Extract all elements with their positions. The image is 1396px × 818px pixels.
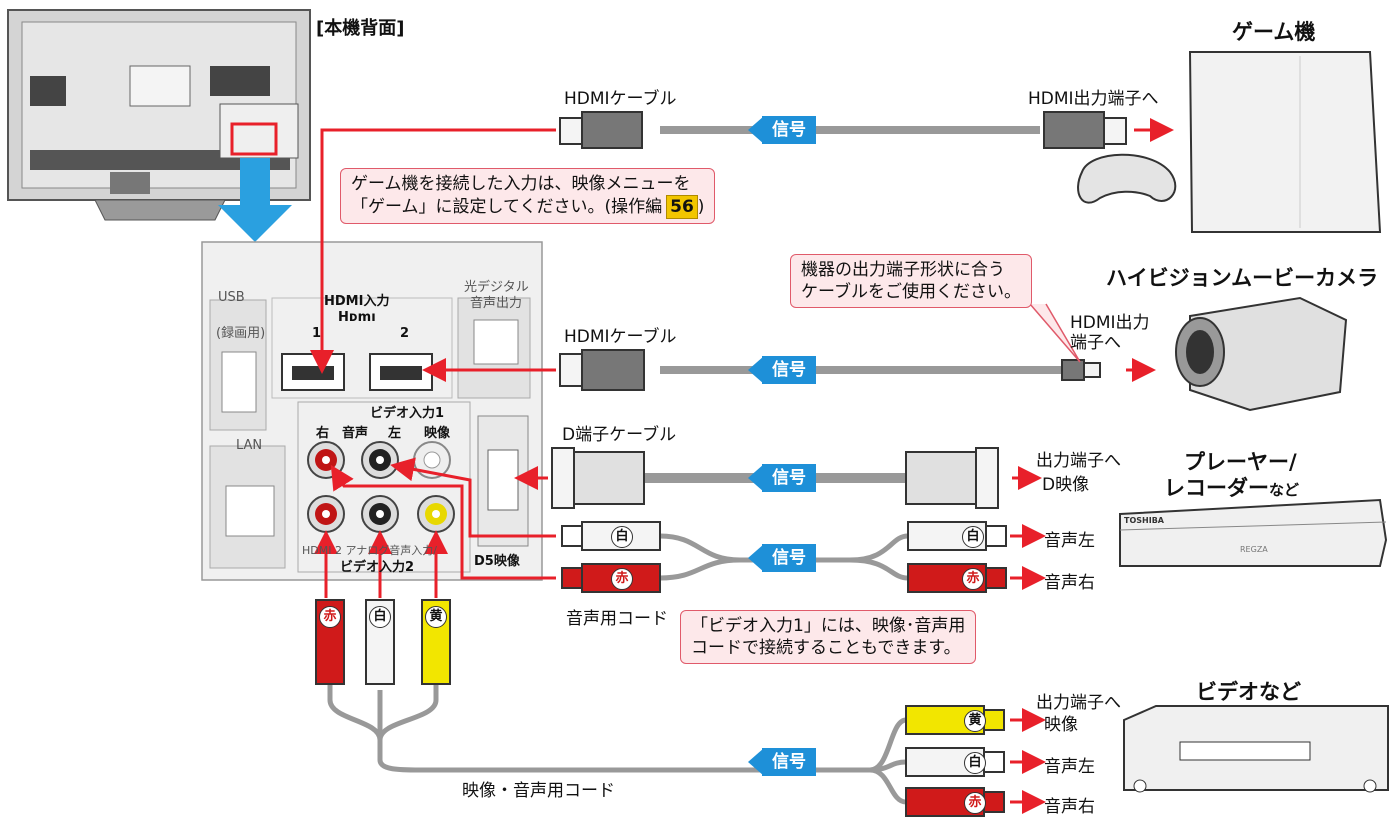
signal-arrow-av: 信号: [748, 748, 818, 776]
plug-yellow-av: 黄: [425, 606, 447, 628]
video-callout-line-2: コードで接続することもできます。: [691, 638, 961, 658]
left-label: 左: [388, 426, 402, 441]
camera-output-label-1: HDMI出力: [1070, 313, 1150, 333]
hdmi2-analog-label: HDMI 2 アナログ音声入力/: [302, 544, 437, 557]
tv-back: [7, 9, 311, 221]
plug-white-left: 白: [611, 526, 633, 548]
vcr-video-output-label: 映像: [1044, 715, 1078, 735]
vcr-audio-left-label: 音声左: [1044, 757, 1095, 777]
game-output-label: HDMI出力端子へ: [1028, 89, 1159, 109]
vcr-audio-right-label: 音声右: [1044, 797, 1095, 817]
plug-red-right: 赤: [962, 568, 984, 590]
tv-back-label: [本機背面]: [316, 18, 405, 39]
audio-cord-label: 音声用コード: [566, 609, 668, 629]
cable-shape-callout: 機器の出力端子形状に合う ケーブルをご使用ください。: [790, 254, 1032, 308]
camera-output-label-2: 端子へ: [1070, 333, 1121, 353]
game-callout-line-1: ゲーム機を接続した入力は、映像メニューを: [351, 174, 691, 194]
audio-right-output-label: 音声右: [1044, 573, 1095, 593]
cable-callout-line-1: 機器の出力端子形状に合う: [801, 260, 1005, 280]
plug-yellow-vcr: 黄: [964, 710, 986, 732]
audio-left-output-label: 音声左: [1044, 531, 1095, 551]
hdmi-cable-label-1: HDMIケーブル: [564, 89, 677, 109]
player-title-2: レコーダーなど: [1164, 476, 1300, 500]
hdmi-cable-game: [559, 111, 1127, 149]
player-title-1: プレーヤー/: [1184, 450, 1297, 474]
signal-arrow-d-cable: 信号: [748, 464, 818, 492]
optical-label-1: 光デジタル: [464, 280, 529, 295]
signal-arrow-audio: 信号: [748, 544, 818, 572]
cable-callout-line-2: ケーブルをご使用ください。: [801, 282, 1021, 302]
plug-white-vcr: 白: [964, 752, 986, 774]
video-label: 映像: [424, 426, 451, 441]
hdmi-cable-camera: [559, 349, 1101, 391]
hdmi-in-label: HDMI入力: [324, 294, 390, 309]
game-console-title: ゲーム機: [1232, 20, 1316, 44]
audio-label: 音声: [342, 426, 369, 441]
optical-label-2: 音声出力: [470, 296, 523, 311]
d-cable: [551, 447, 999, 509]
usb-label: USB: [218, 290, 245, 305]
av-cord-label: 映像・音声用コード: [462, 781, 615, 801]
hdmi-port-1-label: 1: [312, 326, 322, 341]
page-ref-badge: 56: [666, 195, 698, 219]
vcr: [1123, 705, 1389, 793]
lan-label: LAN: [236, 438, 263, 453]
camera-title: ハイビジョンムービーカメラ: [1106, 266, 1379, 290]
hdmi-logo: Hᴅmı: [338, 310, 376, 325]
video-deck-title: ビデオなど: [1196, 680, 1301, 704]
d-cable-label: D端子ケーブル: [562, 425, 677, 445]
video-callout-line-1: 「ビデオ入力1」には、映像･音声用: [691, 616, 966, 636]
game-console: [1077, 51, 1382, 233]
zoom-arrow: [218, 158, 292, 242]
usb-sub-label: (録画用): [216, 326, 266, 341]
video-input-callout: 「ビデオ入力1」には、映像･音声用 コードで接続することもできます。: [680, 610, 977, 664]
plug-white-av: 白: [369, 606, 391, 628]
d5-label: D5映像: [474, 554, 520, 569]
player-model: REGZA: [1240, 545, 1268, 554]
vcr-output-label-1: 出力端子へ: [1036, 693, 1121, 713]
signal-arrow-game: 信号: [748, 116, 818, 144]
d-output-label-1: 出力端子へ: [1036, 451, 1121, 471]
video-input-1-label: ビデオ入力1: [370, 406, 445, 421]
d-output-label-2: D映像: [1042, 475, 1090, 495]
player-brand: TOSHIBA: [1124, 516, 1164, 525]
plug-white-right: 白: [962, 526, 984, 548]
plug-red-vcr: 赤: [964, 792, 986, 814]
recorder: [1119, 498, 1388, 567]
hdmi-cable-label-2: HDMIケーブル: [564, 327, 677, 347]
av-cord: [315, 599, 1005, 817]
game-menu-callout: ゲーム機を接続した入力は、映像メニューを 「ゲーム」に設定してください。(操作編…: [340, 168, 716, 224]
hdmi-port-2-label: 2: [400, 326, 410, 341]
video-camera: [1175, 296, 1348, 412]
plug-red-left: 赤: [611, 568, 633, 590]
right-label: 右: [316, 426, 330, 441]
plug-red-av: 赤: [319, 606, 341, 628]
video-input-2-label: ビデオ入力2: [340, 560, 415, 575]
signal-arrow-camera: 信号: [748, 356, 818, 384]
connection-arrows: [310, 118, 1174, 814]
